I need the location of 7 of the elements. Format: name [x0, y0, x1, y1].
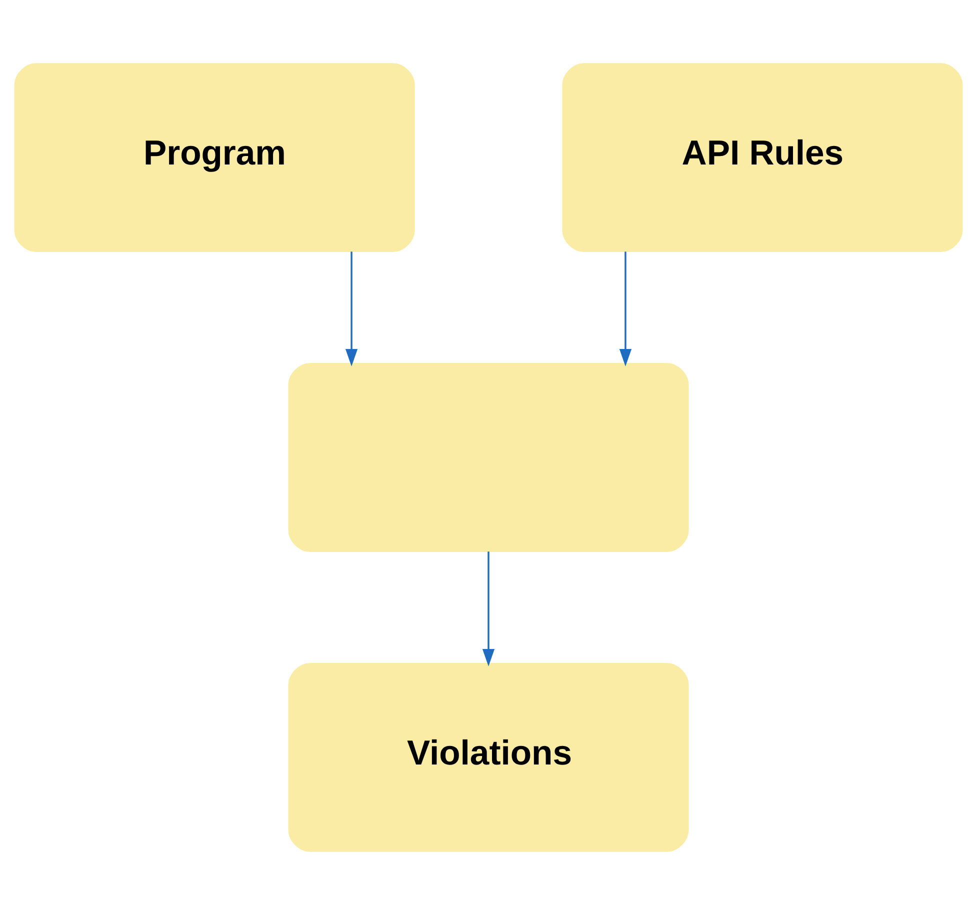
arrow — [619, 252, 632, 366]
arrow — [345, 252, 358, 366]
node-box: API Rules — [562, 63, 963, 252]
node-box — [288, 363, 689, 552]
arrow — [482, 552, 495, 666]
node-box: Program — [14, 63, 415, 252]
node-box: Violations — [288, 662, 689, 852]
